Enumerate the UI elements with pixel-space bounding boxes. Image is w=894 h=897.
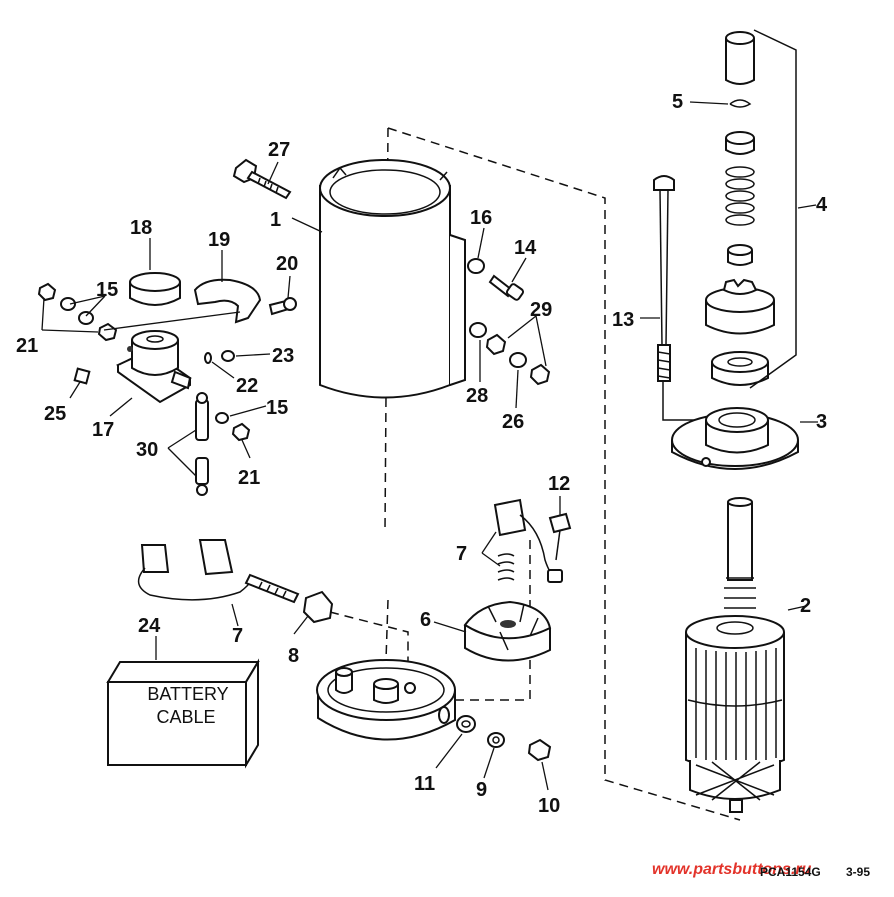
drive-end-cap-3: [671, 407, 799, 470]
callout-23: 23: [272, 345, 294, 367]
watermark: www.partsbuttons.ru: [652, 861, 812, 878]
callout-28: 28: [466, 385, 488, 407]
frame-housing: [319, 159, 466, 399]
callout-2: 2: [800, 595, 811, 617]
armature-2: [685, 497, 785, 813]
callout-5: 5: [672, 91, 683, 113]
callout-30: 30: [136, 439, 158, 461]
callout-9: 9: [476, 779, 487, 801]
callout-21-bottom: 21: [238, 467, 260, 489]
callout-numbers: 1 2 3 4 5 6 7 7 8 9 10 11 12 13 14 15 15…: [16, 91, 828, 817]
revision-code: 3-95: [846, 865, 870, 879]
bolt-27: [232, 158, 292, 200]
callout-6: 6: [420, 609, 431, 631]
callout-15-top: 15: [96, 279, 118, 301]
strap-19: [193, 278, 262, 324]
callout-26: 26: [502, 411, 524, 433]
screw-20: [268, 297, 297, 316]
callout-16: 16: [470, 207, 492, 229]
callout-22: 22: [236, 375, 258, 397]
callout-21-top: 21: [16, 335, 38, 357]
battery-label-line2: CABLE: [156, 707, 215, 727]
callout-25: 25: [44, 403, 66, 425]
nuts-washers-left: [37, 282, 118, 342]
callout-29: 29: [530, 299, 552, 321]
small-parts-left: [73, 350, 235, 385]
through-bolt-13: [653, 175, 675, 382]
drive-spring: [725, 166, 755, 226]
figure-code: PCA1154G: [760, 865, 821, 879]
callout-20: 20: [276, 253, 298, 275]
callout-12: 12: [548, 473, 570, 495]
brush-holder-6: [463, 600, 552, 662]
screw-12: [548, 512, 572, 561]
callout-27: 27: [268, 139, 290, 161]
solenoid-17: [116, 330, 192, 404]
callout-19: 19: [208, 229, 230, 251]
battery-label-line1: BATTERY: [147, 684, 228, 704]
callout-24: 24: [138, 615, 161, 637]
callout-17: 17: [92, 419, 114, 441]
drive-assembly-4: [705, 29, 797, 389]
callout-11: 11: [414, 773, 435, 795]
callout-15-bottom: 15: [266, 397, 288, 419]
spacer-18: [129, 272, 181, 306]
frame-hardware: [467, 258, 551, 386]
callout-7-brushes: 7: [456, 543, 467, 565]
callout-8: 8: [288, 645, 299, 667]
leader-lines: [41, 101, 818, 791]
terminals-30: [195, 392, 209, 496]
callout-18: 18: [130, 217, 152, 239]
battery-cable-box: [106, 658, 260, 769]
callout-13: 13: [612, 309, 634, 331]
callout-10: 10: [538, 795, 560, 817]
callout-14: 14: [514, 237, 537, 259]
armature-windings: [687, 648, 783, 765]
brushes-springs-7: [137, 498, 563, 604]
washers-nut-bottom: [456, 715, 552, 762]
callout-3: 3: [816, 411, 827, 433]
callout-1: 1: [270, 209, 281, 231]
nuts-washers-terminal: [215, 412, 251, 442]
commutator-end-cap: [316, 659, 456, 741]
part-8: [302, 590, 334, 624]
callout-7-lead: 7: [232, 625, 243, 647]
callout-4: 4: [816, 194, 828, 216]
